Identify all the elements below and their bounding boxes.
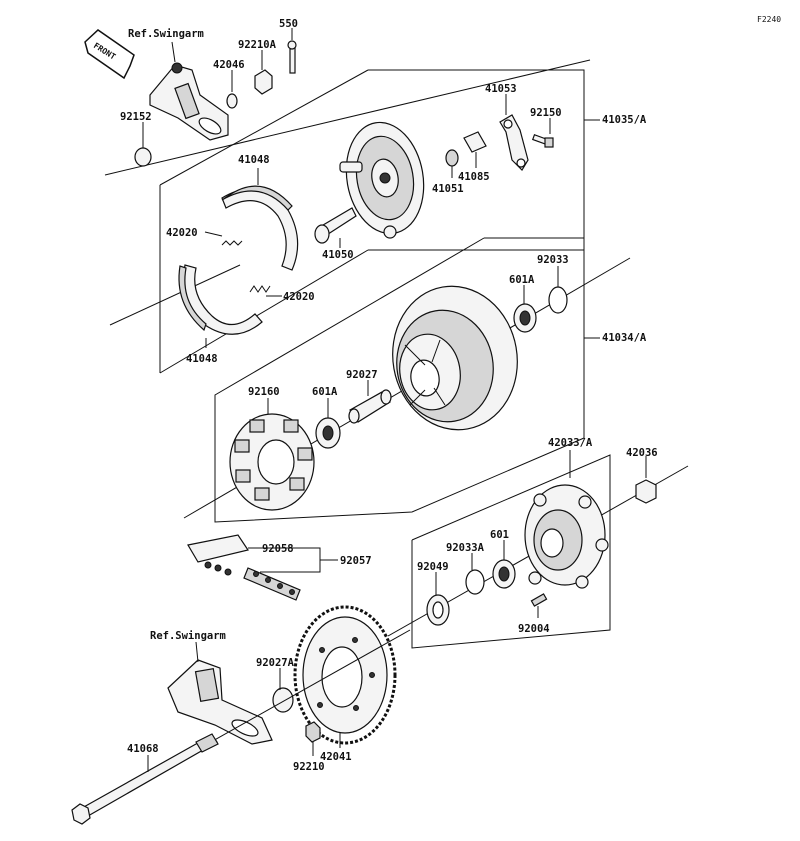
label-550: 550 — [279, 18, 298, 30]
label-42033A: 42033/A — [548, 437, 593, 449]
label-42041: 42041 — [320, 751, 352, 763]
label-42046: 42046 — [213, 59, 245, 71]
pin-550 — [287, 40, 297, 74]
nut-92210A — [254, 69, 273, 95]
label-92058: 92058 — [262, 543, 294, 555]
label-92152: 92152 — [120, 111, 152, 123]
axle-41068 — [71, 733, 219, 825]
label-41034A: 41034/A — [602, 332, 647, 344]
label-92027A: 92027A — [256, 657, 295, 669]
washer-42046 — [226, 93, 238, 109]
nut-92210 — [305, 721, 321, 743]
label-92150: 92150 — [530, 107, 562, 119]
label-92210: 92210 — [293, 761, 325, 773]
nut-92152 — [134, 147, 152, 167]
label-41035A: 41035/A — [602, 114, 647, 126]
brake-cam-41050 — [314, 207, 357, 244]
label-41053: 41053 — [485, 83, 517, 95]
chain-link-92058 — [187, 534, 249, 576]
bearing-601 — [492, 559, 516, 589]
swingarm-bracket-bottom — [167, 659, 273, 745]
seal-41051 — [445, 149, 459, 167]
brake-shoe-bottom — [178, 264, 263, 335]
label-42036: 42036 — [626, 447, 658, 459]
sprocket-coupling-42033A — [524, 484, 609, 589]
collar-92027A — [272, 687, 294, 713]
label-42020-bottom: 42020 — [283, 291, 315, 303]
wheel-hub — [392, 285, 518, 431]
label-92033A: 92033A — [446, 542, 485, 554]
label-92027: 92027 — [346, 369, 378, 381]
seal-92049 — [426, 594, 450, 626]
figure-code: F2240 — [757, 15, 781, 24]
label-92004: 92004 — [518, 623, 550, 635]
label-92057: 92057 — [340, 555, 372, 567]
bolt-92150 — [531, 134, 554, 148]
label-601A-top: 601A — [509, 274, 535, 286]
bearing-601A-top — [513, 303, 537, 333]
front-arrow-icon: FRONT — [84, 29, 135, 80]
brake-lever-41053 — [499, 114, 529, 171]
label-41048-bottom: 41048 — [186, 353, 218, 365]
label-92160: 92160 — [248, 386, 280, 398]
nut-42036 — [635, 479, 657, 504]
circlip-92033 — [548, 286, 568, 314]
bearing-601A-mid — [315, 417, 341, 449]
label-42020-top: 42020 — [166, 227, 198, 239]
sprocket-42041 — [293, 605, 397, 745]
brake-shoe-top — [221, 185, 299, 271]
label-41085: 41085 — [458, 171, 490, 183]
spring-42020-top — [221, 240, 243, 246]
label-92033: 92033 — [537, 254, 569, 266]
chain-92057 — [243, 567, 301, 601]
label-41051: 41051 — [432, 183, 464, 195]
label-92210A: 92210A — [238, 39, 277, 51]
label-601: 601 — [490, 529, 509, 541]
spring-42020-bottom — [249, 285, 271, 293]
label-41048-top: 41048 — [238, 154, 270, 166]
label-92049: 92049 — [417, 561, 449, 573]
ref-swingarm-top: Ref.Swingarm — [128, 28, 204, 40]
label-41050: 41050 — [322, 249, 354, 261]
label-601A-mid: 601A — [312, 386, 338, 398]
ref-swingarm-bottom: Ref.Swingarm — [150, 630, 226, 642]
stud-92004 — [530, 593, 548, 607]
swingarm-bracket-top — [149, 62, 229, 141]
label-41068: 41068 — [127, 743, 159, 755]
indicator-41085 — [463, 131, 487, 153]
group-box-41035 — [368, 69, 585, 251]
circlip-92033A — [465, 569, 485, 595]
collar-92027 — [348, 389, 392, 424]
damper-92160 — [229, 413, 315, 511]
brake-panel — [339, 121, 425, 239]
